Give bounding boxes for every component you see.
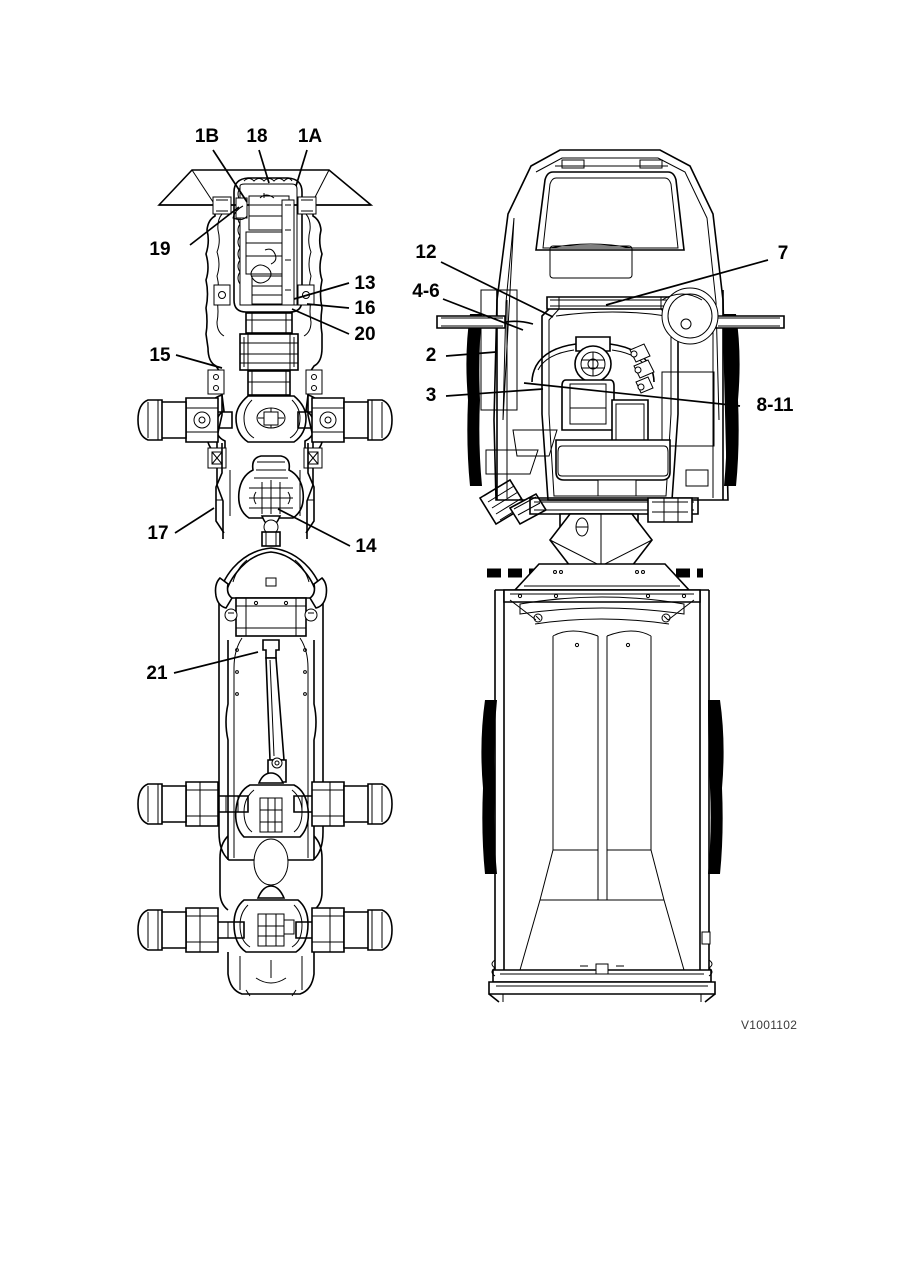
leader-21 (173, 651, 259, 674)
chassis-right-rail (303, 200, 323, 539)
bogie-front-right-hub (293, 781, 393, 827)
windshield-frame (541, 296, 679, 501)
figure-id-code: V1001102 (741, 1018, 798, 1032)
bogie-front-axle (137, 772, 393, 838)
callout-label-16: 16 (354, 298, 376, 319)
leader-1A (295, 149, 308, 187)
chassis-left-rail (205, 200, 225, 539)
leader-19 (189, 206, 240, 246)
leader-16 (306, 303, 350, 309)
bogie-rear-axle (137, 885, 393, 953)
leader-4-6 (442, 298, 524, 331)
callout-label-7: 7 (777, 243, 789, 264)
chassis-waist (215, 443, 315, 534)
leader-lines (173, 149, 769, 674)
bogie-frame-center (219, 835, 323, 911)
cab-right-detail (661, 287, 719, 345)
front-right-hub (297, 397, 393, 443)
cab-handrails (436, 315, 785, 329)
leader-3 (445, 388, 544, 397)
rear-frame-tail (227, 952, 315, 997)
leader-8-11 (523, 382, 741, 407)
callout-label-8-11: 8-11 (756, 395, 794, 416)
cab-front-view (436, 149, 785, 567)
cab-lower-chassis (529, 469, 709, 567)
leader-20 (291, 308, 350, 335)
callout-label-17: 17 (147, 523, 169, 544)
callout-label-14: 14 (355, 536, 377, 557)
callout-label-21: 21 (146, 663, 168, 684)
callout-label-12: 12 (415, 242, 437, 263)
callout-label-1A: 1A (297, 126, 323, 147)
leader-17 (174, 507, 215, 534)
cab-interior (531, 336, 671, 497)
bogie-front-left-hub (137, 781, 249, 827)
callout-label-4-6: 4-6 (412, 281, 440, 302)
callout-label-15: 15 (149, 345, 171, 366)
engine-assembly (232, 193, 295, 306)
callout-label-19: 19 (149, 239, 171, 260)
leader-18 (258, 149, 270, 184)
callout-label-20: 20 (354, 324, 376, 345)
leader-7 (605, 259, 769, 306)
bogie-rear-right-hub (295, 907, 393, 953)
callout-label-18: 18 (246, 126, 268, 147)
propeller-shaft (262, 639, 287, 783)
callout-label-2: 2 (425, 345, 437, 366)
front-left-hub (137, 397, 233, 443)
leader-13 (293, 282, 350, 300)
callout-label-13: 13 (354, 273, 376, 294)
leader-14 (277, 508, 351, 547)
chassis-plan-view (137, 169, 393, 997)
transmission-assembly (239, 312, 299, 396)
callout-label-1B: 1B (194, 126, 220, 147)
leader-12 (440, 261, 554, 318)
leader-1B (212, 149, 248, 203)
leader-15 (175, 354, 223, 369)
rail-brackets-upper (212, 196, 317, 306)
callout-label-3: 3 (425, 385, 437, 406)
leader-2 (445, 351, 497, 357)
dump-body-rear-view (481, 563, 724, 1003)
center-differential (237, 455, 305, 547)
bogie-rear-left-hub (137, 907, 245, 953)
